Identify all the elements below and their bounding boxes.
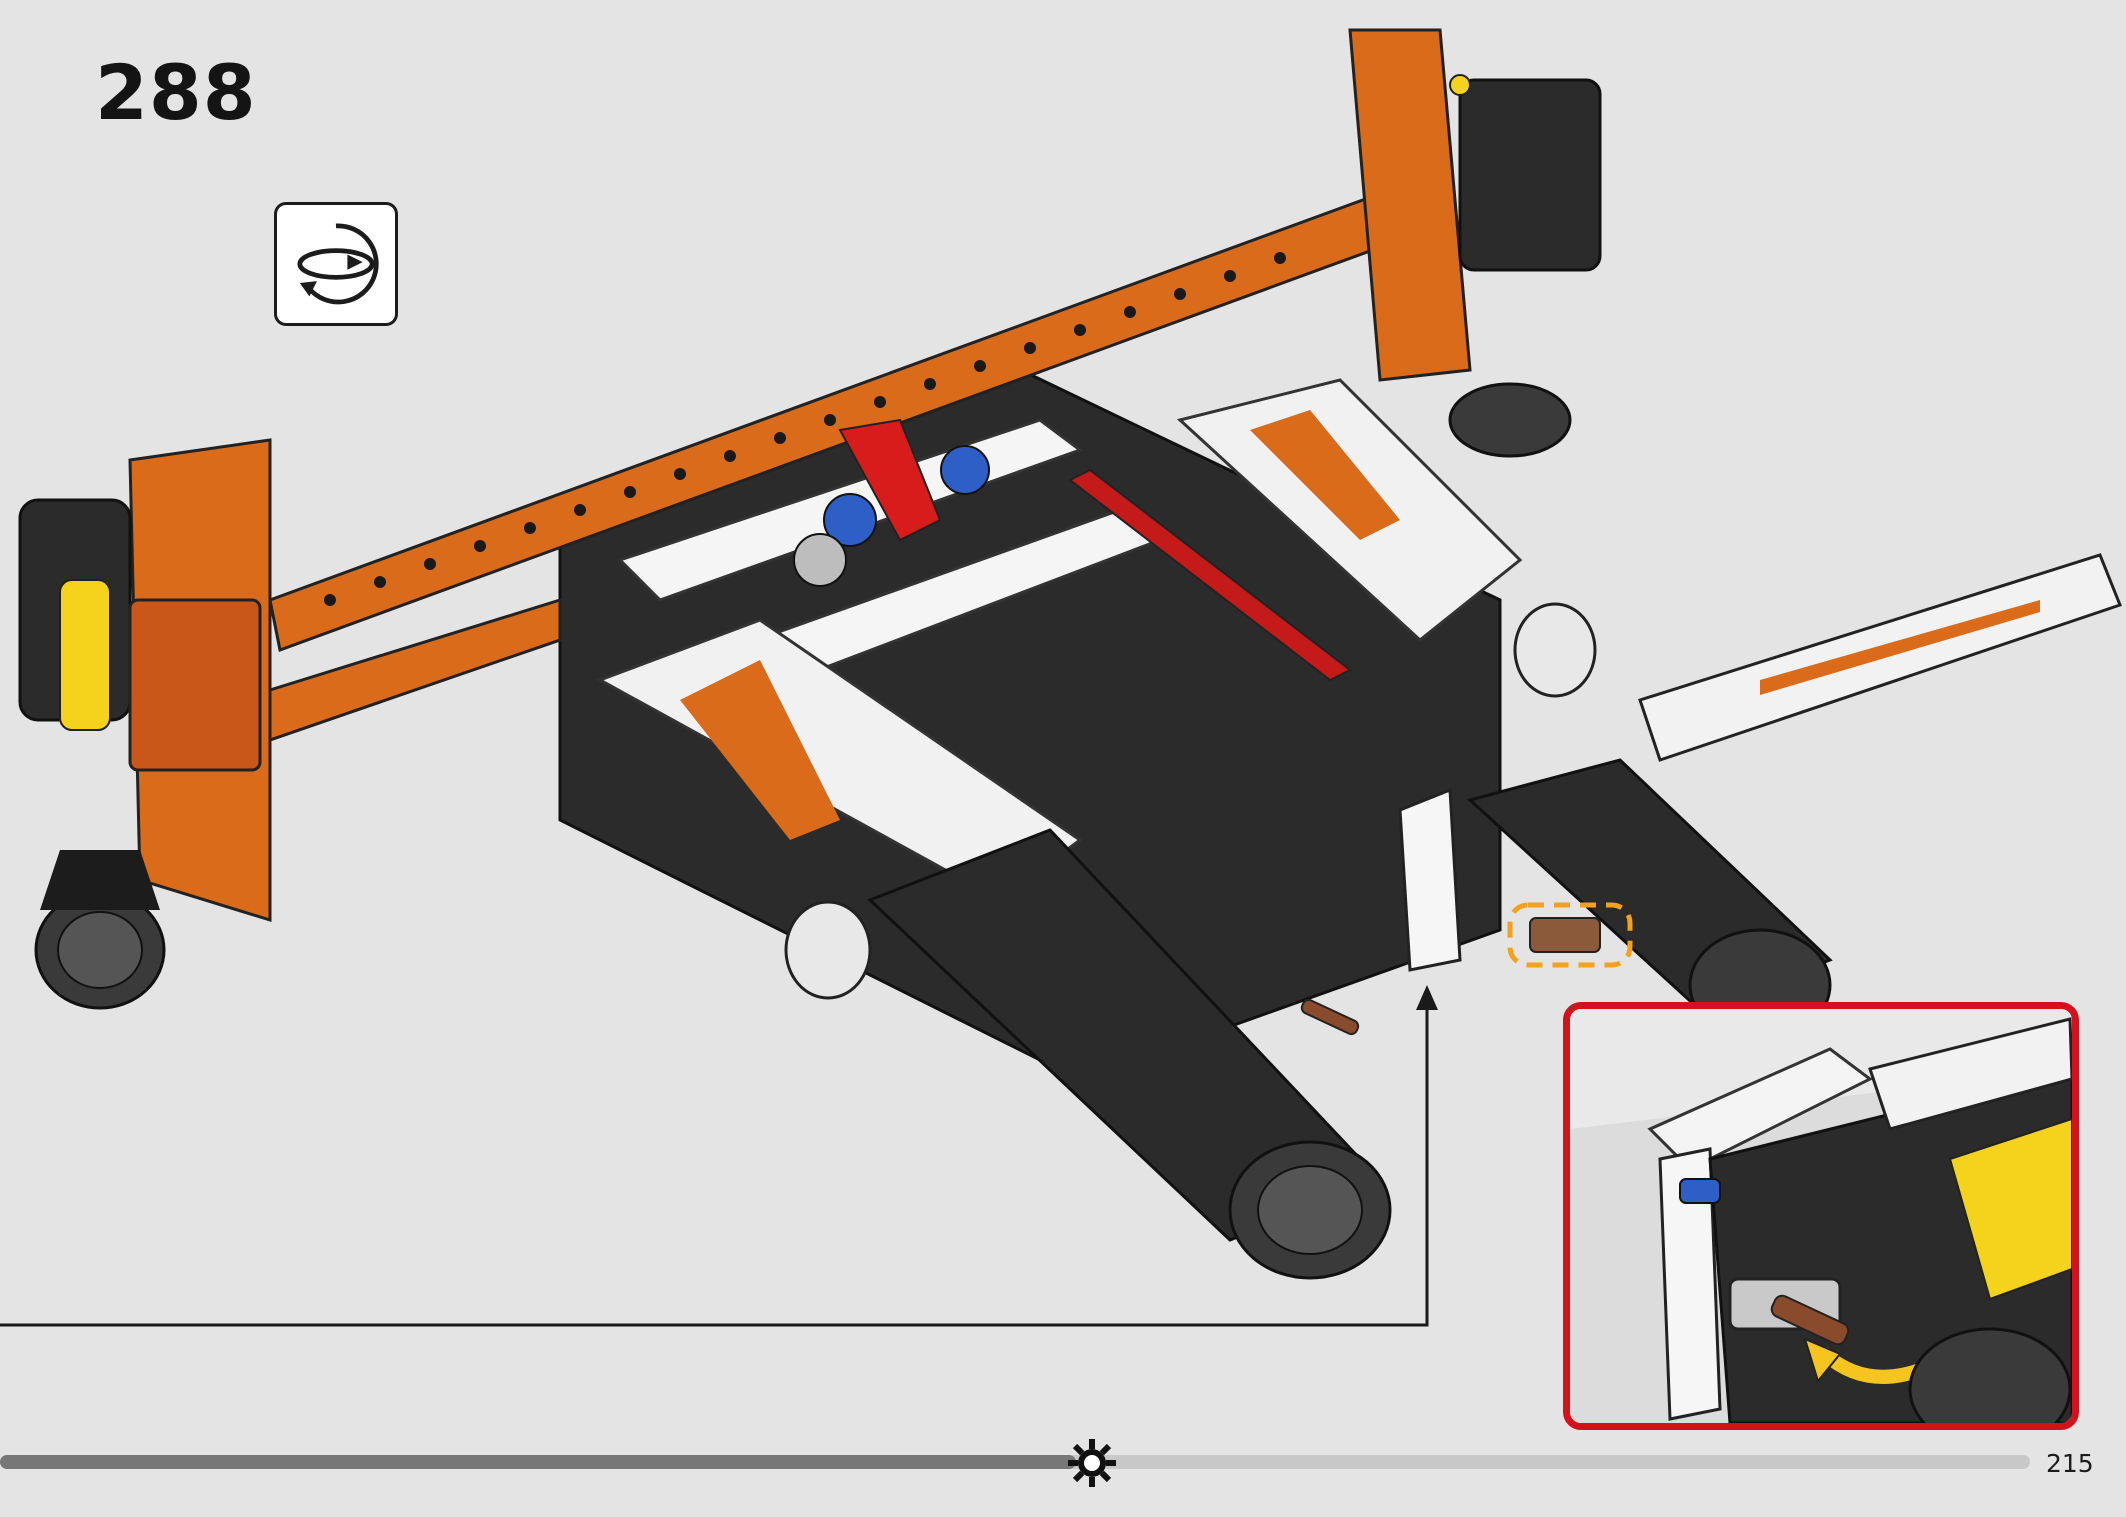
highlight-box (1507, 902, 1633, 968)
pointer-arrow-icon (1416, 985, 1438, 1010)
pointer-line (0, 995, 1429, 1327)
callout-detail (1563, 1002, 2079, 1430)
step-number: 288 (95, 48, 257, 137)
progress-bar (0, 1452, 2030, 1472)
gear-icon (1066, 1437, 1118, 1489)
page-number: 215 (2046, 1449, 2094, 1478)
rotate-model-icon (274, 202, 398, 326)
